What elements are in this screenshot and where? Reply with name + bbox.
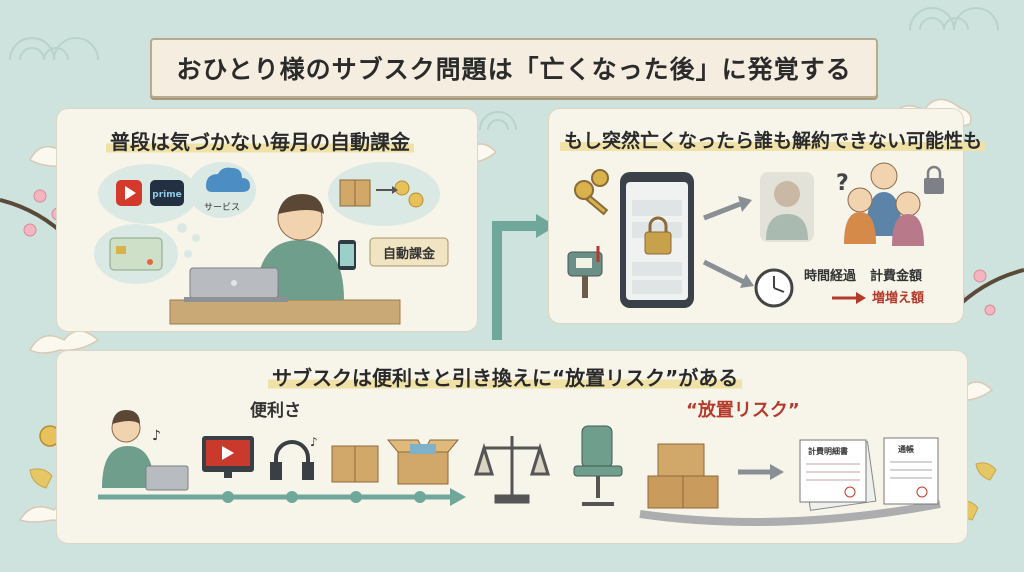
title-banner: おひとり様のサブスク問題は「亡くなった後」に発覚する (150, 38, 878, 98)
heading-neglect-risk: サブスクは便利さと引き換えに“放置リスク”がある (268, 362, 743, 391)
heading-monthly-billing: 普段は気づかない毎月の自動課金 (106, 126, 414, 155)
banner-title: おひとり様のサブスク問題は「亡くなった後」に発覚する (176, 55, 852, 84)
heading-after-death: もし突然亡くなったら誰も解約できない可能性も (560, 126, 987, 153)
